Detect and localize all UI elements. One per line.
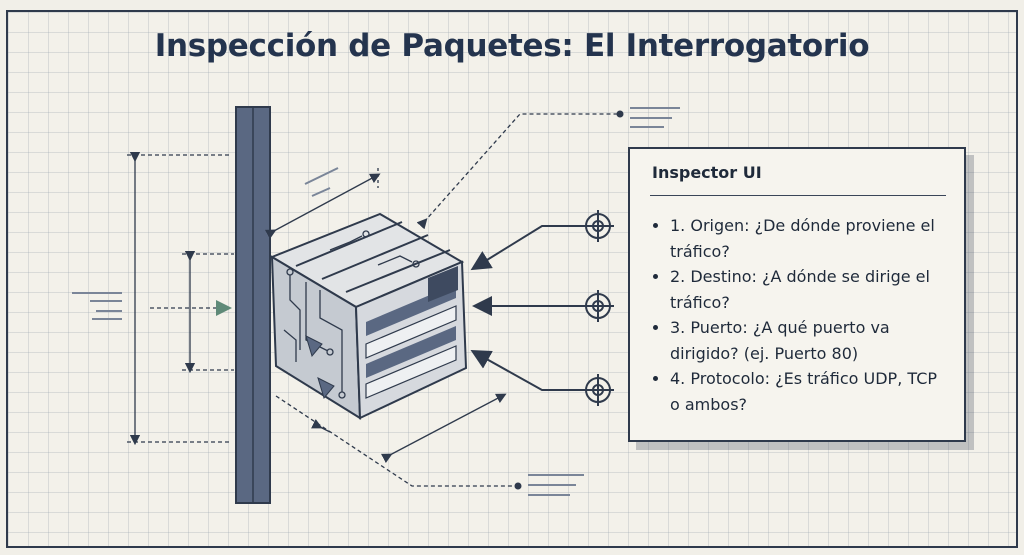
inspection-arrow-1 — [470, 225, 586, 271]
firewall-pillar — [235, 106, 271, 504]
cube-dimensions — [264, 167, 507, 464]
diagram-title: Inspección de Paquetes: El Interrogatori… — [154, 28, 870, 64]
entry-arrow — [150, 300, 232, 316]
crosshair-icon — [582, 210, 614, 242]
packet-cube-icon — [269, 212, 468, 420]
dimension-lines-left — [127, 151, 234, 446]
annotation-lines-left — [72, 292, 122, 320]
inspector-panel: Inspector UI 1. Origen: ¿De dónde provie… — [628, 147, 966, 442]
crosshair-icon — [582, 374, 614, 406]
inspection-arrow-3 — [470, 350, 586, 391]
inspector-divider — [650, 195, 946, 196]
criteria-item-protocol: 4. Protocolo: ¿Es tráfico UDP, TCP o amb… — [670, 366, 948, 417]
inspector-criteria-list: 1. Origen: ¿De dónde proviene el tráfico… — [648, 213, 948, 417]
leader-top — [416, 107, 680, 230]
criteria-item-destination: 2. Destino: ¿A dónde se dirige el tráfic… — [670, 264, 948, 315]
crosshair-icon — [582, 290, 614, 322]
criteria-item-port: 3. Puerto: ¿A qué puerto va dirigido? (e… — [670, 315, 948, 366]
criteria-item-origin: 1. Origen: ¿De dónde proviene el tráfico… — [670, 213, 948, 264]
inspector-heading: Inspector UI — [652, 163, 762, 182]
leader-bottom — [275, 395, 584, 496]
